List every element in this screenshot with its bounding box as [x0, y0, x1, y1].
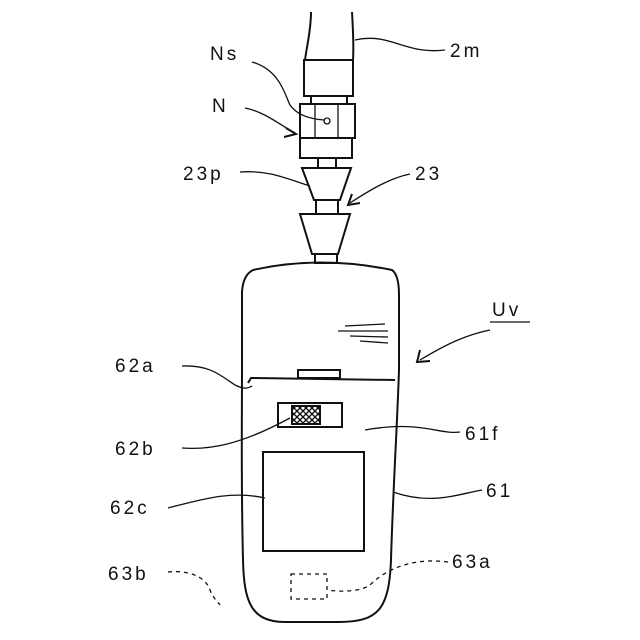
- leader-Uv: [420, 330, 490, 360]
- coupling-stem: [316, 200, 338, 214]
- hidden-part-outline: [291, 574, 327, 599]
- shading-lines: [338, 324, 388, 343]
- connector-lower: [300, 138, 352, 158]
- label-Uv: Uv: [492, 300, 521, 321]
- cable-ferrule: [304, 60, 353, 96]
- cable-neck: [311, 96, 347, 104]
- label-62b: 62b: [115, 439, 156, 460]
- labels: 2m Ns N 23p 23 Uv 62a 62b 61f 62c 61 63b…: [108, 41, 530, 585]
- arrow-23: [348, 194, 360, 205]
- leader-23: [350, 174, 410, 203]
- label-2m: 2m: [450, 41, 482, 62]
- cable-right-edge: [352, 12, 353, 60]
- label-Ns: Ns: [210, 44, 239, 65]
- leader-2m: [355, 38, 445, 50]
- label-61: 61: [486, 481, 513, 502]
- label-62a: 62a: [115, 356, 156, 377]
- label-62c: 62c: [110, 498, 150, 519]
- leader-61: [393, 490, 482, 498]
- leader-61f: [365, 427, 460, 433]
- coupling-lower-cone: [300, 214, 350, 254]
- crosshatch-icon: [292, 406, 320, 424]
- coupling-upper-cone: [302, 168, 351, 200]
- label-61f: 61f: [465, 424, 500, 445]
- leader-62b: [182, 418, 290, 448]
- label-23p: 23p: [183, 164, 224, 185]
- connector: [300, 104, 355, 168]
- housing-outline: [242, 263, 399, 623]
- connector-pin: [318, 158, 336, 168]
- leader-23p: [240, 172, 310, 186]
- connector-body: [300, 104, 355, 138]
- leader-63b: [168, 572, 220, 605]
- cable-left-edge: [305, 12, 311, 60]
- label-N: N: [212, 96, 229, 117]
- label-63a: 63a: [452, 552, 493, 573]
- cable: [304, 12, 353, 104]
- label-63b: 63b: [108, 564, 149, 585]
- label-23: 23: [415, 164, 442, 185]
- coupling: [300, 168, 351, 263]
- screw-icon: [324, 118, 330, 124]
- arrow-N: [284, 128, 296, 137]
- leader-Ns: [252, 62, 324, 120]
- leader-62c: [168, 495, 265, 508]
- seam-tab: [298, 370, 340, 378]
- unit-body: [242, 263, 399, 623]
- display-screen: [263, 452, 364, 551]
